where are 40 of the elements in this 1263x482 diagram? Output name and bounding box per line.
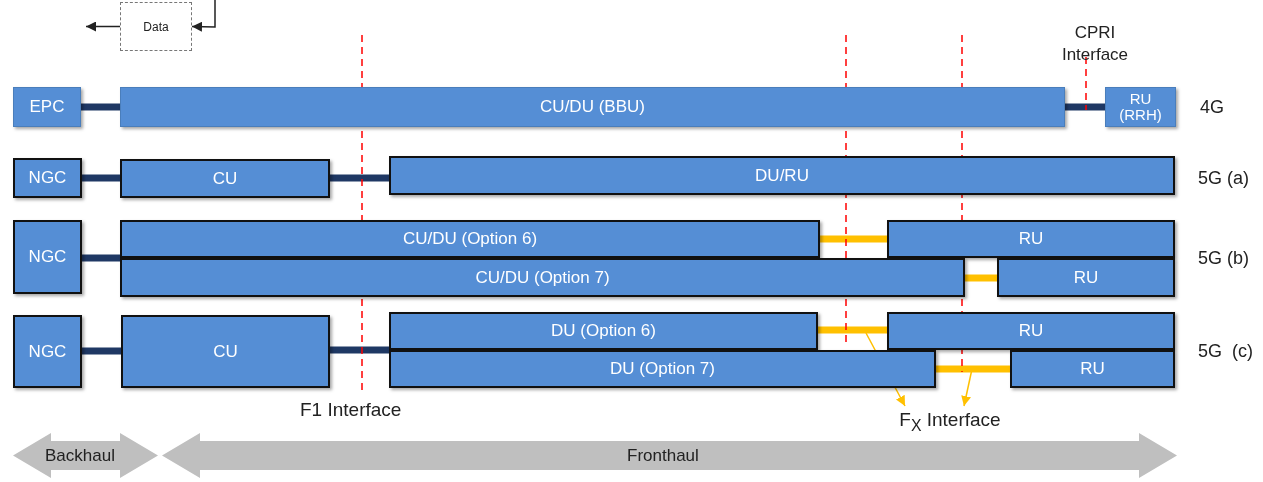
interface-label: F1 Interface	[300, 398, 402, 422]
network-block: EPC	[13, 87, 81, 127]
network-block: DU (Option 7)	[389, 350, 936, 388]
link-bar	[1065, 103, 1105, 111]
network-block: CU	[120, 159, 330, 198]
generation-label: 5G (a)	[1198, 167, 1249, 190]
link-bar	[330, 346, 389, 354]
network-block: RU	[887, 220, 1175, 258]
link-bar	[82, 254, 120, 262]
span-label: Backhaul	[45, 445, 115, 467]
network-block: CU/DU (BBU)	[120, 87, 1065, 127]
network-block: RU	[887, 312, 1175, 350]
network-block: RU (RRH)	[1105, 87, 1176, 127]
interface-label: F$_{X}$ Interface	[880, 406, 1020, 438]
network-block: NGC	[13, 220, 82, 294]
network-block: RU	[997, 258, 1175, 297]
interface-label: CPRI Interface	[1060, 22, 1130, 67]
link-bar	[820, 235, 887, 243]
network-block: DU/RU	[389, 156, 1175, 195]
network-block: CU	[121, 315, 330, 388]
dashed-box: Data	[120, 2, 192, 51]
network-block: DU (Option 6)	[389, 312, 818, 350]
network-block: CU/DU (Option 7)	[120, 258, 965, 297]
arrow	[191, 0, 216, 32]
link-bar	[965, 274, 997, 282]
network-block: CU/DU (Option 6)	[120, 220, 820, 258]
generation-label: 5G (c)	[1198, 340, 1253, 363]
generation-label: 5G (b)	[1198, 247, 1249, 270]
generation-label: 4G	[1200, 96, 1224, 119]
network-block: RU	[1010, 350, 1175, 388]
link-bar	[936, 365, 1010, 373]
span-label: Fronthaul	[627, 445, 699, 467]
network-block: NGC	[13, 158, 82, 198]
link-bar	[82, 347, 121, 355]
arrow	[85, 21, 121, 32]
link-bar	[81, 103, 120, 111]
link-bar	[82, 174, 120, 182]
link-bar	[818, 326, 887, 334]
link-bar	[330, 174, 389, 182]
network-block: NGC	[13, 315, 82, 388]
